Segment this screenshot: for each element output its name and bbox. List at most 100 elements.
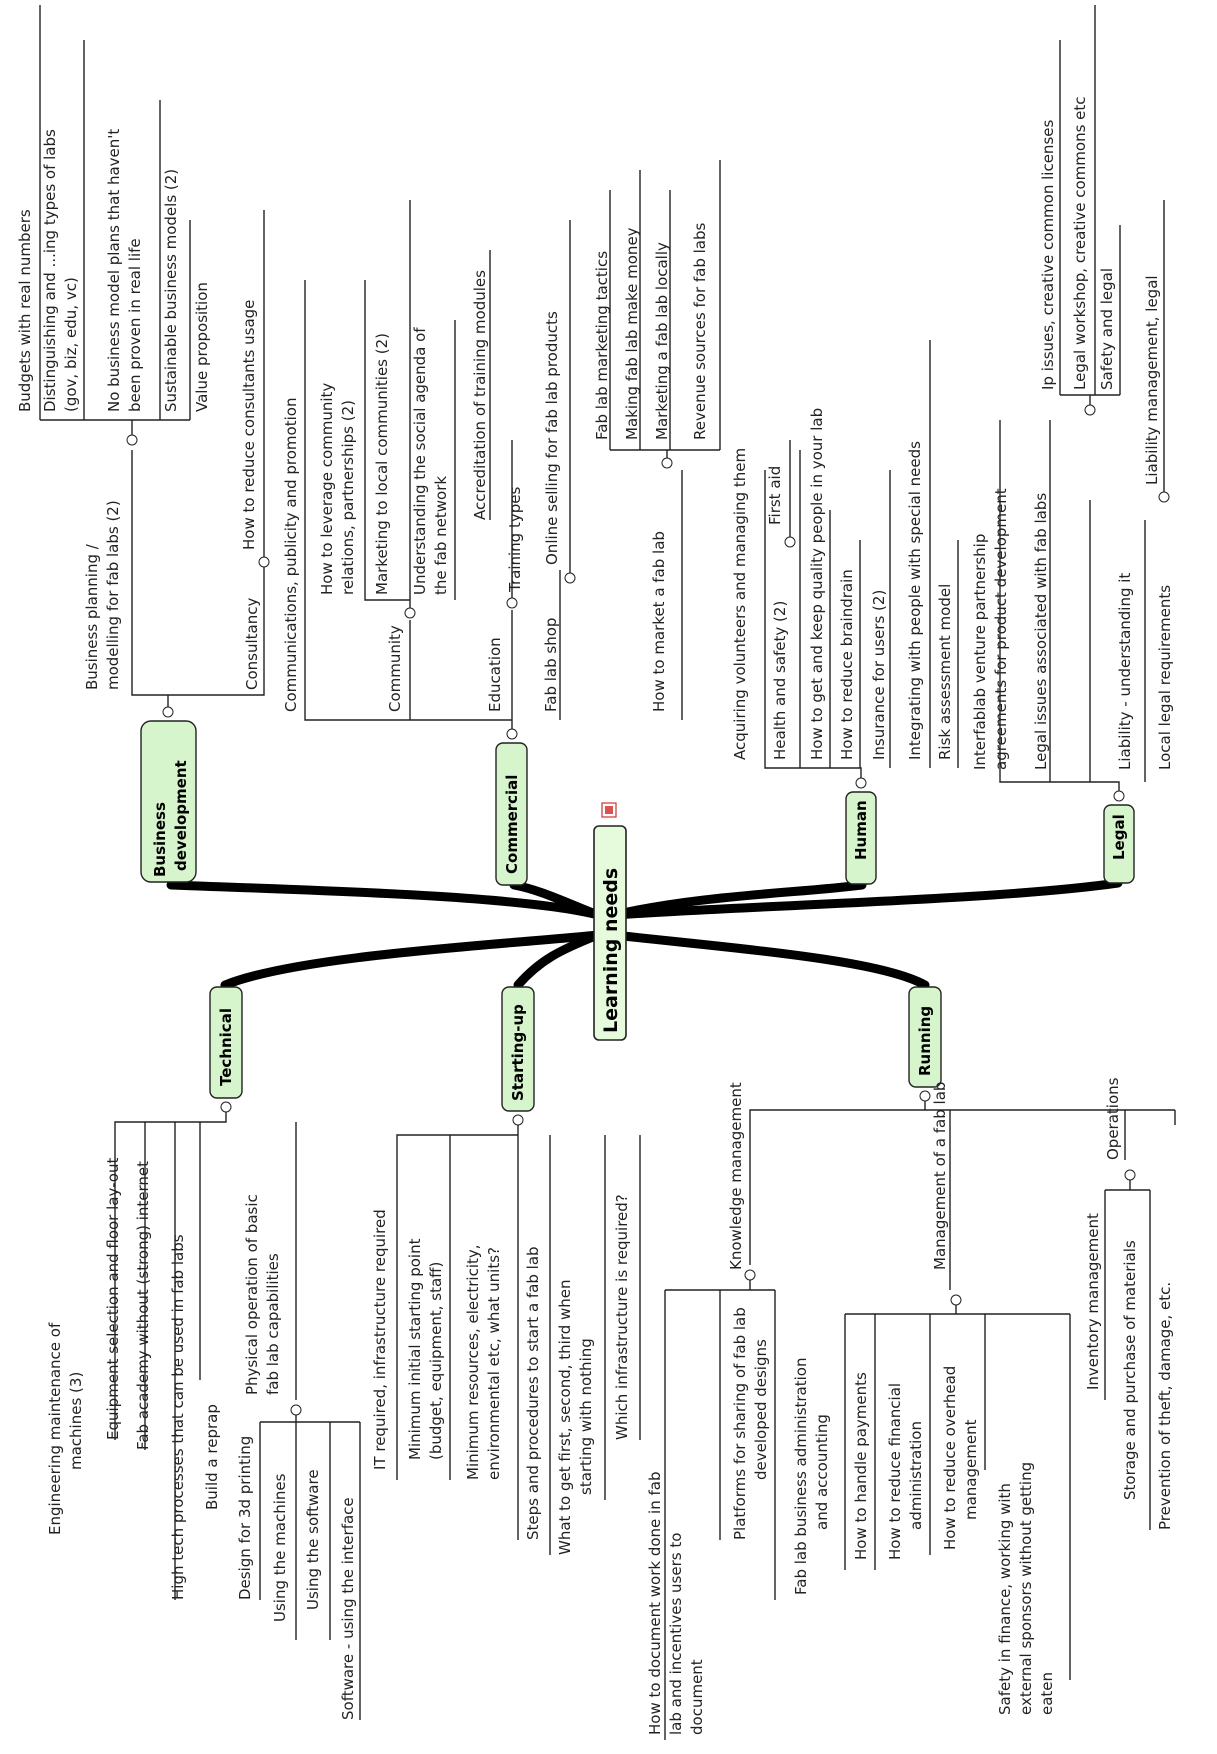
node-training-types[interactable]: Training types [506,487,524,593]
node-budgets[interactable]: Budgets with real numbers [16,209,34,412]
node-fab-academy[interactable]: Fab academy without (strong) internet [134,1161,152,1450]
toggle-icon[interactable] [950,1294,962,1306]
toggle-icon[interactable] [1124,1169,1136,1181]
category-commercial[interactable]: Commercial [495,728,528,886]
node-no-model-2[interactable]: been proven in real life [126,238,144,412]
node-safety-legal[interactable]: Safety and legal [1098,268,1116,390]
node-admin-2[interactable]: and accounting [813,1414,831,1530]
node-using-machines[interactable]: Using the machines [271,1473,289,1622]
toggle-icon[interactable] [162,706,174,718]
node-min-initial-2[interactable]: (budget, equipment, staff) [427,1262,445,1460]
node-online-selling[interactable]: Online selling for fab lab products [543,311,561,565]
node-community[interactable]: Community [386,625,404,712]
node-risk[interactable]: Risk assessment model [936,584,954,760]
node-financial-2[interactable]: administration [907,1421,925,1530]
node-local-legal[interactable]: Local legal requirements [1156,585,1174,770]
node-quality-people[interactable]: How to get and keep quality people in yo… [808,408,826,760]
node-first-aid[interactable]: First aid [766,466,784,525]
category-business-development[interactable]: Business development [140,706,197,883]
node-marketing-locally[interactable]: Marketing a fab lab locally [653,242,671,440]
node-marketing-tactics[interactable]: Fab lab marketing tactics [593,251,611,440]
node-sustainable[interactable]: Sustainable business models (2) [162,169,180,412]
node-operations[interactable]: Operations [1104,1077,1122,1160]
node-using-software[interactable]: Using the software [304,1469,322,1610]
node-interfablab-2[interactable]: agreements for product development [992,488,1010,770]
node-braindrain[interactable]: How to reduce braindrain [838,569,856,760]
node-how-to-market[interactable]: How to market a fab lab [650,531,668,712]
node-software-interface[interactable]: Software - using the interface [339,1497,357,1720]
toggle-icon[interactable] [404,607,416,619]
node-value-proposition[interactable]: Value proposition [193,282,211,412]
node-distinguishing-2[interactable]: (gov, biz, edu, vc) [62,277,80,412]
node-consultancy[interactable]: Consultancy [243,598,261,690]
node-reprap[interactable]: Build a reprap [203,1404,221,1510]
toggle-icon[interactable] [661,457,673,469]
node-admin[interactable]: Fab lab business administration [792,1358,810,1595]
category-technical[interactable]: Technical [209,986,243,1113]
node-min-initial[interactable]: Minimum initial starting point [406,1238,424,1460]
node-special-needs[interactable]: Integrating with people with special nee… [906,441,924,760]
node-engineering-2[interactable]: machines (3) [67,1372,85,1470]
toggle-icon[interactable] [290,1404,302,1416]
toggle-icon[interactable] [126,434,138,446]
node-legal-workshop[interactable]: Legal workshop, creative commons etc [1071,96,1089,390]
node-education[interactable]: Education [486,637,504,712]
toggle-icon[interactable] [919,1090,931,1102]
node-physical-operation[interactable]: Physical operation of basic [243,1194,261,1395]
node-safety-finance-3[interactable]: eaten [1038,1672,1056,1715]
node-platforms-2[interactable]: developed designs [752,1339,770,1480]
node-distinguishing[interactable]: Distinguishing and ...ing types of labs [41,129,59,412]
node-accreditation[interactable]: Accreditation of training modules [471,270,489,520]
toggle-icon[interactable] [220,1101,232,1113]
node-volunteers[interactable]: Acquiring volunteers and managing them [731,448,749,760]
node-theft[interactable]: Prevention of theft, damage, etc. [1156,1282,1174,1530]
node-legal-issues[interactable]: Legal issues associated with fab labs [1032,493,1050,770]
toggle-icon[interactable] [512,1114,524,1126]
node-no-model[interactable]: No business model plans that haven't [105,129,123,412]
node-marketing-local[interactable]: Marketing to local communities (2) [373,333,391,595]
node-ip-issues[interactable]: Ip issues, creative common licenses [1039,120,1057,390]
toggle-icon[interactable] [564,572,576,584]
node-business-planning-2[interactable]: modelling for fab labs (2) [104,500,122,690]
node-high-tech[interactable]: High tech processes that can be used in … [169,1234,187,1600]
node-health-safety[interactable]: Health and safety (2) [771,601,789,760]
node-platforms[interactable]: Platforms for sharing of fab lab [731,1307,749,1540]
category-running[interactable]: Running [908,986,942,1102]
node-document-2[interactable]: lab and incentives users to [667,1533,685,1735]
node-min-resources-2[interactable]: environmental etc, what units? [485,1247,503,1480]
node-document[interactable]: How to document work done in fab [646,1472,664,1735]
node-payments[interactable]: How to handle payments [852,1372,870,1560]
node-document-3[interactable]: document [688,1659,706,1735]
node-interfablab[interactable]: Interfablab venture partnership [971,534,989,770]
category-legal[interactable]: Legal [1103,790,1135,884]
toggle-icon[interactable] [1113,790,1125,802]
node-financial[interactable]: How to reduce financial [886,1383,904,1560]
node-which-infra[interactable]: Which infrastructure is required? [613,1194,631,1440]
node-fab-lab-shop[interactable]: Fab lab shop [542,618,560,712]
node-equipment-selection[interactable]: Equipment selection and floor lay-out [104,1158,122,1440]
node-it-required[interactable]: IT required, infrastructure required [371,1209,389,1470]
node-knowledge-management[interactable]: Knowledge management [727,1082,745,1270]
toggle-icon[interactable] [506,728,518,740]
node-engineering[interactable]: Engineering maintenance of [46,1322,64,1535]
toggle-icon[interactable] [744,1269,756,1281]
node-social-agenda-2[interactable]: the fab network [432,476,450,595]
node-leverage-2[interactable]: relations, partnerships (2) [339,400,357,595]
node-design-3d[interactable]: Design for 3d printing [236,1436,254,1600]
node-liability-management[interactable]: Liability management, legal [1143,275,1161,485]
node-business-planning[interactable]: Business planning / [83,543,101,690]
node-liability-understanding[interactable]: Liability - understanding it [1116,573,1134,770]
node-safety-finance[interactable]: Safety in finance, working with [996,1483,1014,1715]
node-social-agenda[interactable]: Understanding the social agenda of [411,327,429,595]
node-leverage[interactable]: How to leverage community [318,383,336,595]
node-communications[interactable]: Communications, publicity and promotion [282,398,300,712]
node-insurance[interactable]: Insurance for users (2) [870,590,888,760]
node-overhead-2[interactable]: management [962,1419,980,1520]
node-overhead[interactable]: How to reduce overhead [941,1366,959,1550]
node-safety-finance-2[interactable]: external sponsors without getting [1017,1462,1035,1715]
node-first-second[interactable]: What to get first, second, third when [556,1279,574,1555]
node-steps[interactable]: Steps and procedures to start a fab lab [524,1246,542,1540]
node-storage[interactable]: Storage and purchase of materials [1121,1240,1139,1500]
center-node[interactable]: Learning needs [593,802,627,1041]
node-reduce-consultants[interactable]: How to reduce consultants usage [240,300,258,550]
